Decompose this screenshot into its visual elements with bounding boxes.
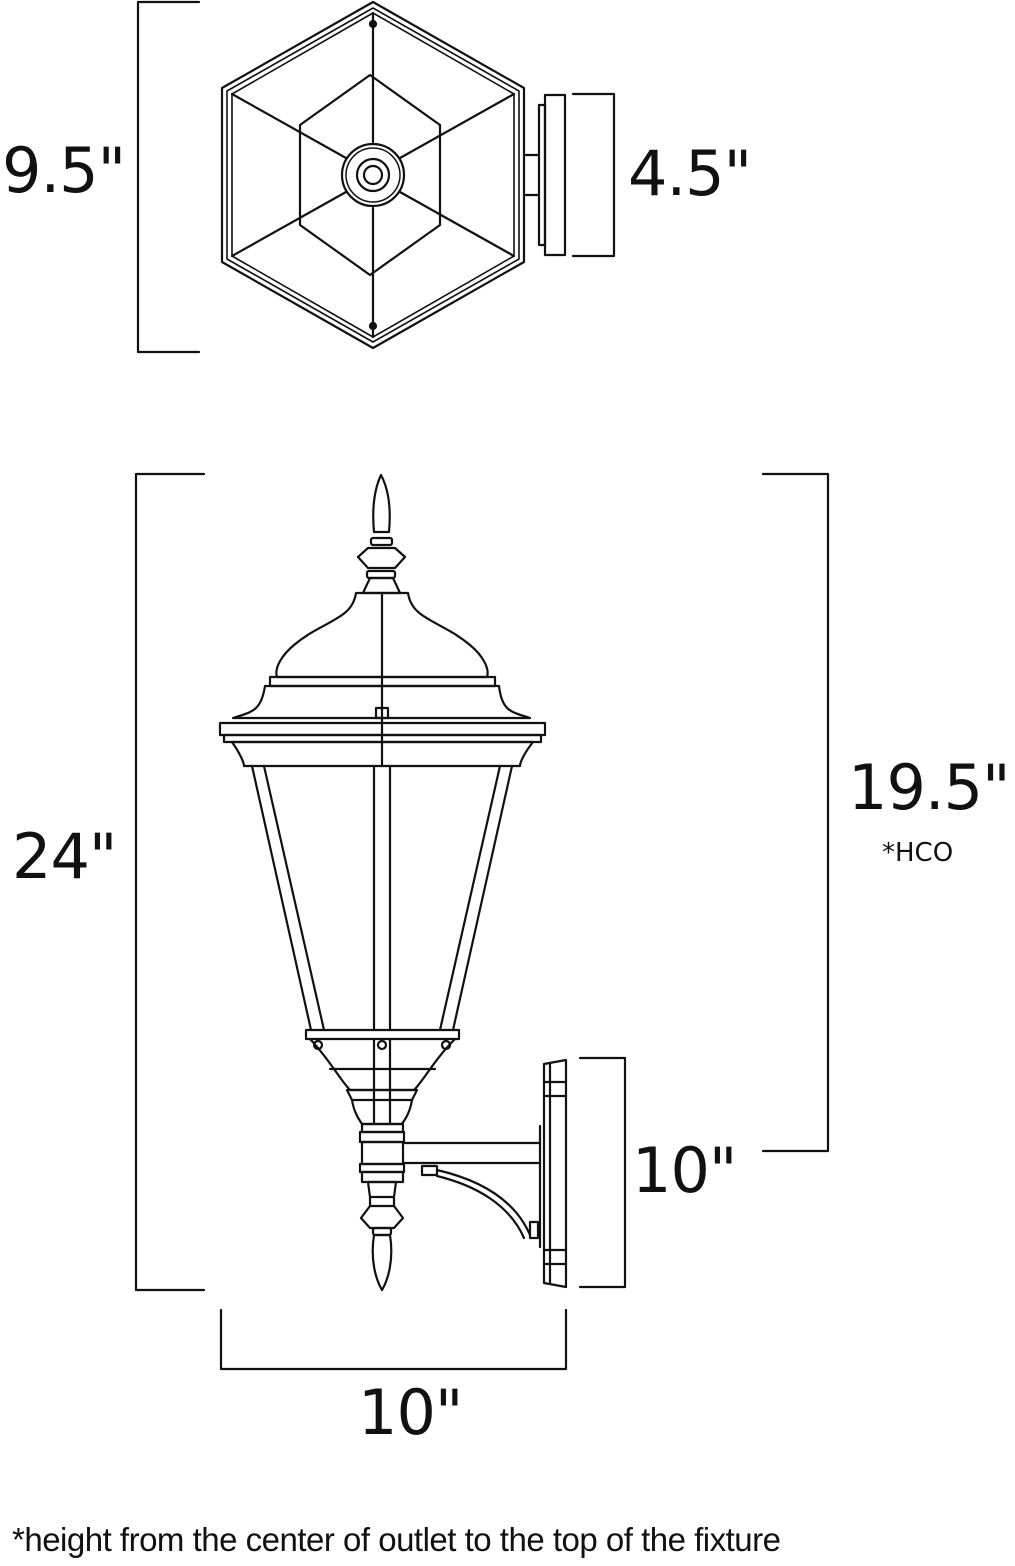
lantern-glass-frame [250,764,514,1041]
top-view-wallplate [522,93,567,257]
depth-label: 4.5" [628,137,752,210]
hco-height-label: 19.5" [848,751,1011,824]
width-top-label: 9.5" [2,134,126,207]
dimension-bracket-9-5 [136,0,201,354]
lantern-finial-top [356,473,407,595]
lantern-base [308,1037,457,1292]
backplate-height-label: 10" [632,1134,737,1207]
overall-width-label: 10" [358,1376,463,1449]
dimension-bracket-10-height [578,1056,627,1289]
hco-footnote: *height from the center of outlet to the… [12,1521,781,1558]
dimension-bracket-4-5 [571,92,616,258]
hco-note-label: *HCO [882,838,954,868]
dimension-bracket-19-5 [761,472,830,1153]
dimension-bracket-24 [134,472,206,1292]
lantern-roof [218,591,547,768]
wall-arm-and-backplate [402,1058,568,1289]
dimension-bracket-10-width [219,1308,568,1371]
overall-height-label: 24" [12,820,117,893]
top-view-hexagon [220,0,526,350]
